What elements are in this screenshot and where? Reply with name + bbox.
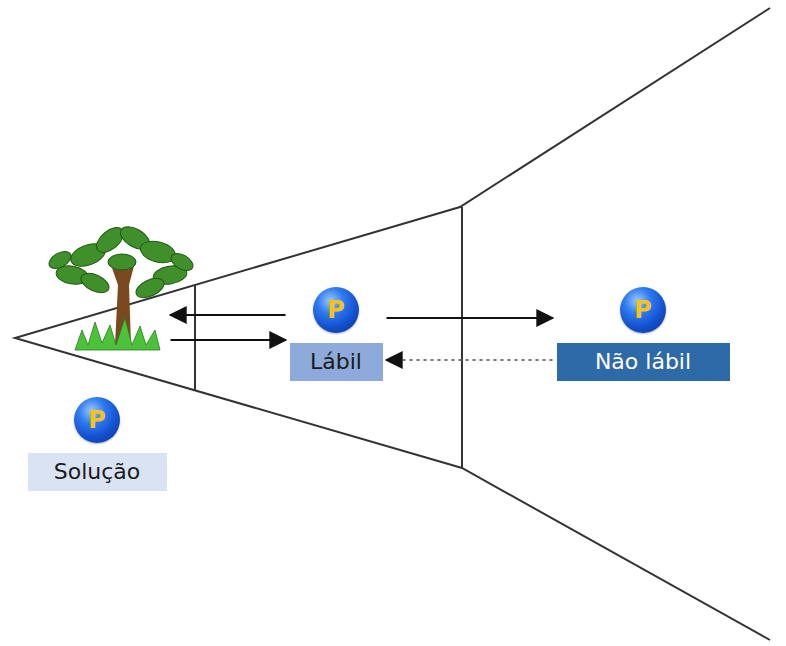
solution-pool: P Solução: [28, 397, 167, 491]
funnel-edge: [15, 8, 770, 640]
element-symbol: P: [634, 298, 652, 322]
pool-label: Lábil: [290, 343, 383, 381]
transfer-arrow: [387, 317, 553, 319]
pool-label: Não lábil: [557, 343, 730, 381]
transfer-arrow: [171, 314, 286, 316]
zone-divider: [194, 285, 196, 390]
non-labile-pool: P Não lábil: [557, 287, 730, 381]
funnel-outline: [15, 8, 770, 640]
element-symbol: P: [327, 298, 345, 322]
pool-label: Solução: [28, 453, 167, 491]
phosphorus-ball: P: [620, 287, 666, 333]
tree-icon: [46, 222, 196, 350]
labile-pool: P Lábil: [290, 287, 383, 381]
transfer-arrow: [387, 359, 553, 361]
phosphorus-ball: P: [74, 397, 120, 443]
phosphorus-ball: P: [313, 287, 359, 333]
element-symbol: P: [88, 408, 106, 432]
zone-divider: [461, 207, 463, 468]
transfer-arrow: [171, 339, 286, 341]
